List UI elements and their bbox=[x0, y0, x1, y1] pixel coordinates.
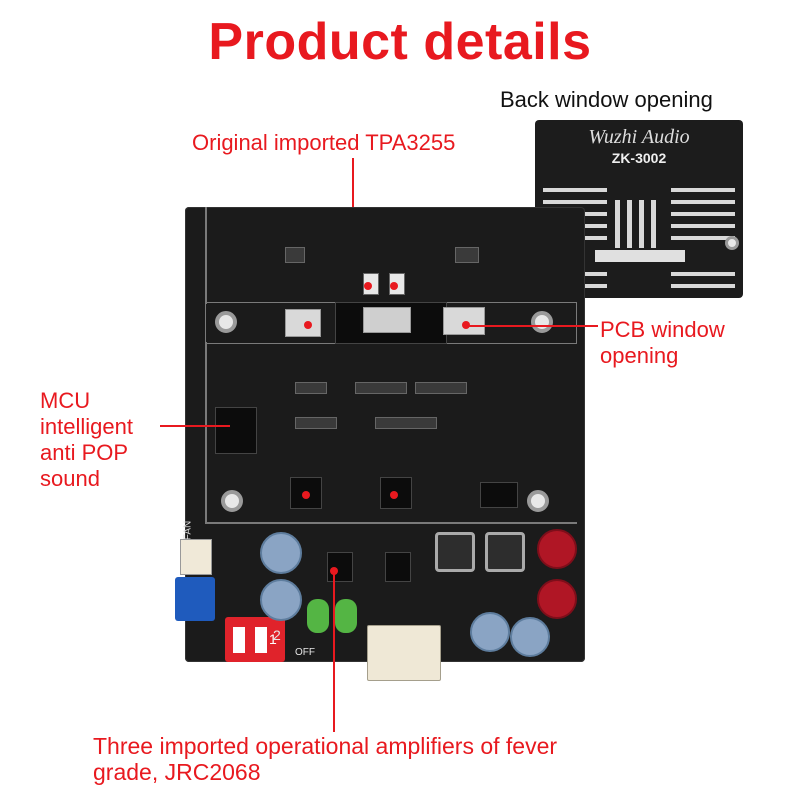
pcb-window-pointer bbox=[468, 325, 598, 327]
brand-logo: Wuzhi Audio bbox=[588, 126, 690, 148]
model-label: ZK-3002 bbox=[611, 150, 667, 166]
page-title: Product details bbox=[208, 13, 592, 71]
mcu-chip bbox=[215, 407, 257, 454]
mcu-pointer bbox=[160, 425, 230, 427]
amplifier-board-photo: FAN 1 2 OFF bbox=[175, 207, 585, 681]
opamp-chip bbox=[327, 552, 353, 582]
mcu-label: MCU intelligent anti POP sound bbox=[40, 388, 133, 491]
switch-num-2: 2 bbox=[273, 627, 281, 643]
opamp-label: Three imported operational amplifiers of… bbox=[93, 733, 558, 785]
back-window-label: Back window opening bbox=[500, 87, 713, 112]
output-connector bbox=[367, 625, 441, 681]
fan-connector bbox=[180, 539, 212, 575]
tpa3255-label: Original imported TPA3255 bbox=[192, 130, 456, 155]
potentiometer bbox=[175, 577, 215, 621]
off-label: OFF bbox=[295, 647, 315, 658]
opamp-pointer bbox=[333, 570, 335, 732]
dip-switch: 1 bbox=[225, 617, 285, 662]
pcb-window-label: PCB window opening bbox=[600, 317, 725, 368]
